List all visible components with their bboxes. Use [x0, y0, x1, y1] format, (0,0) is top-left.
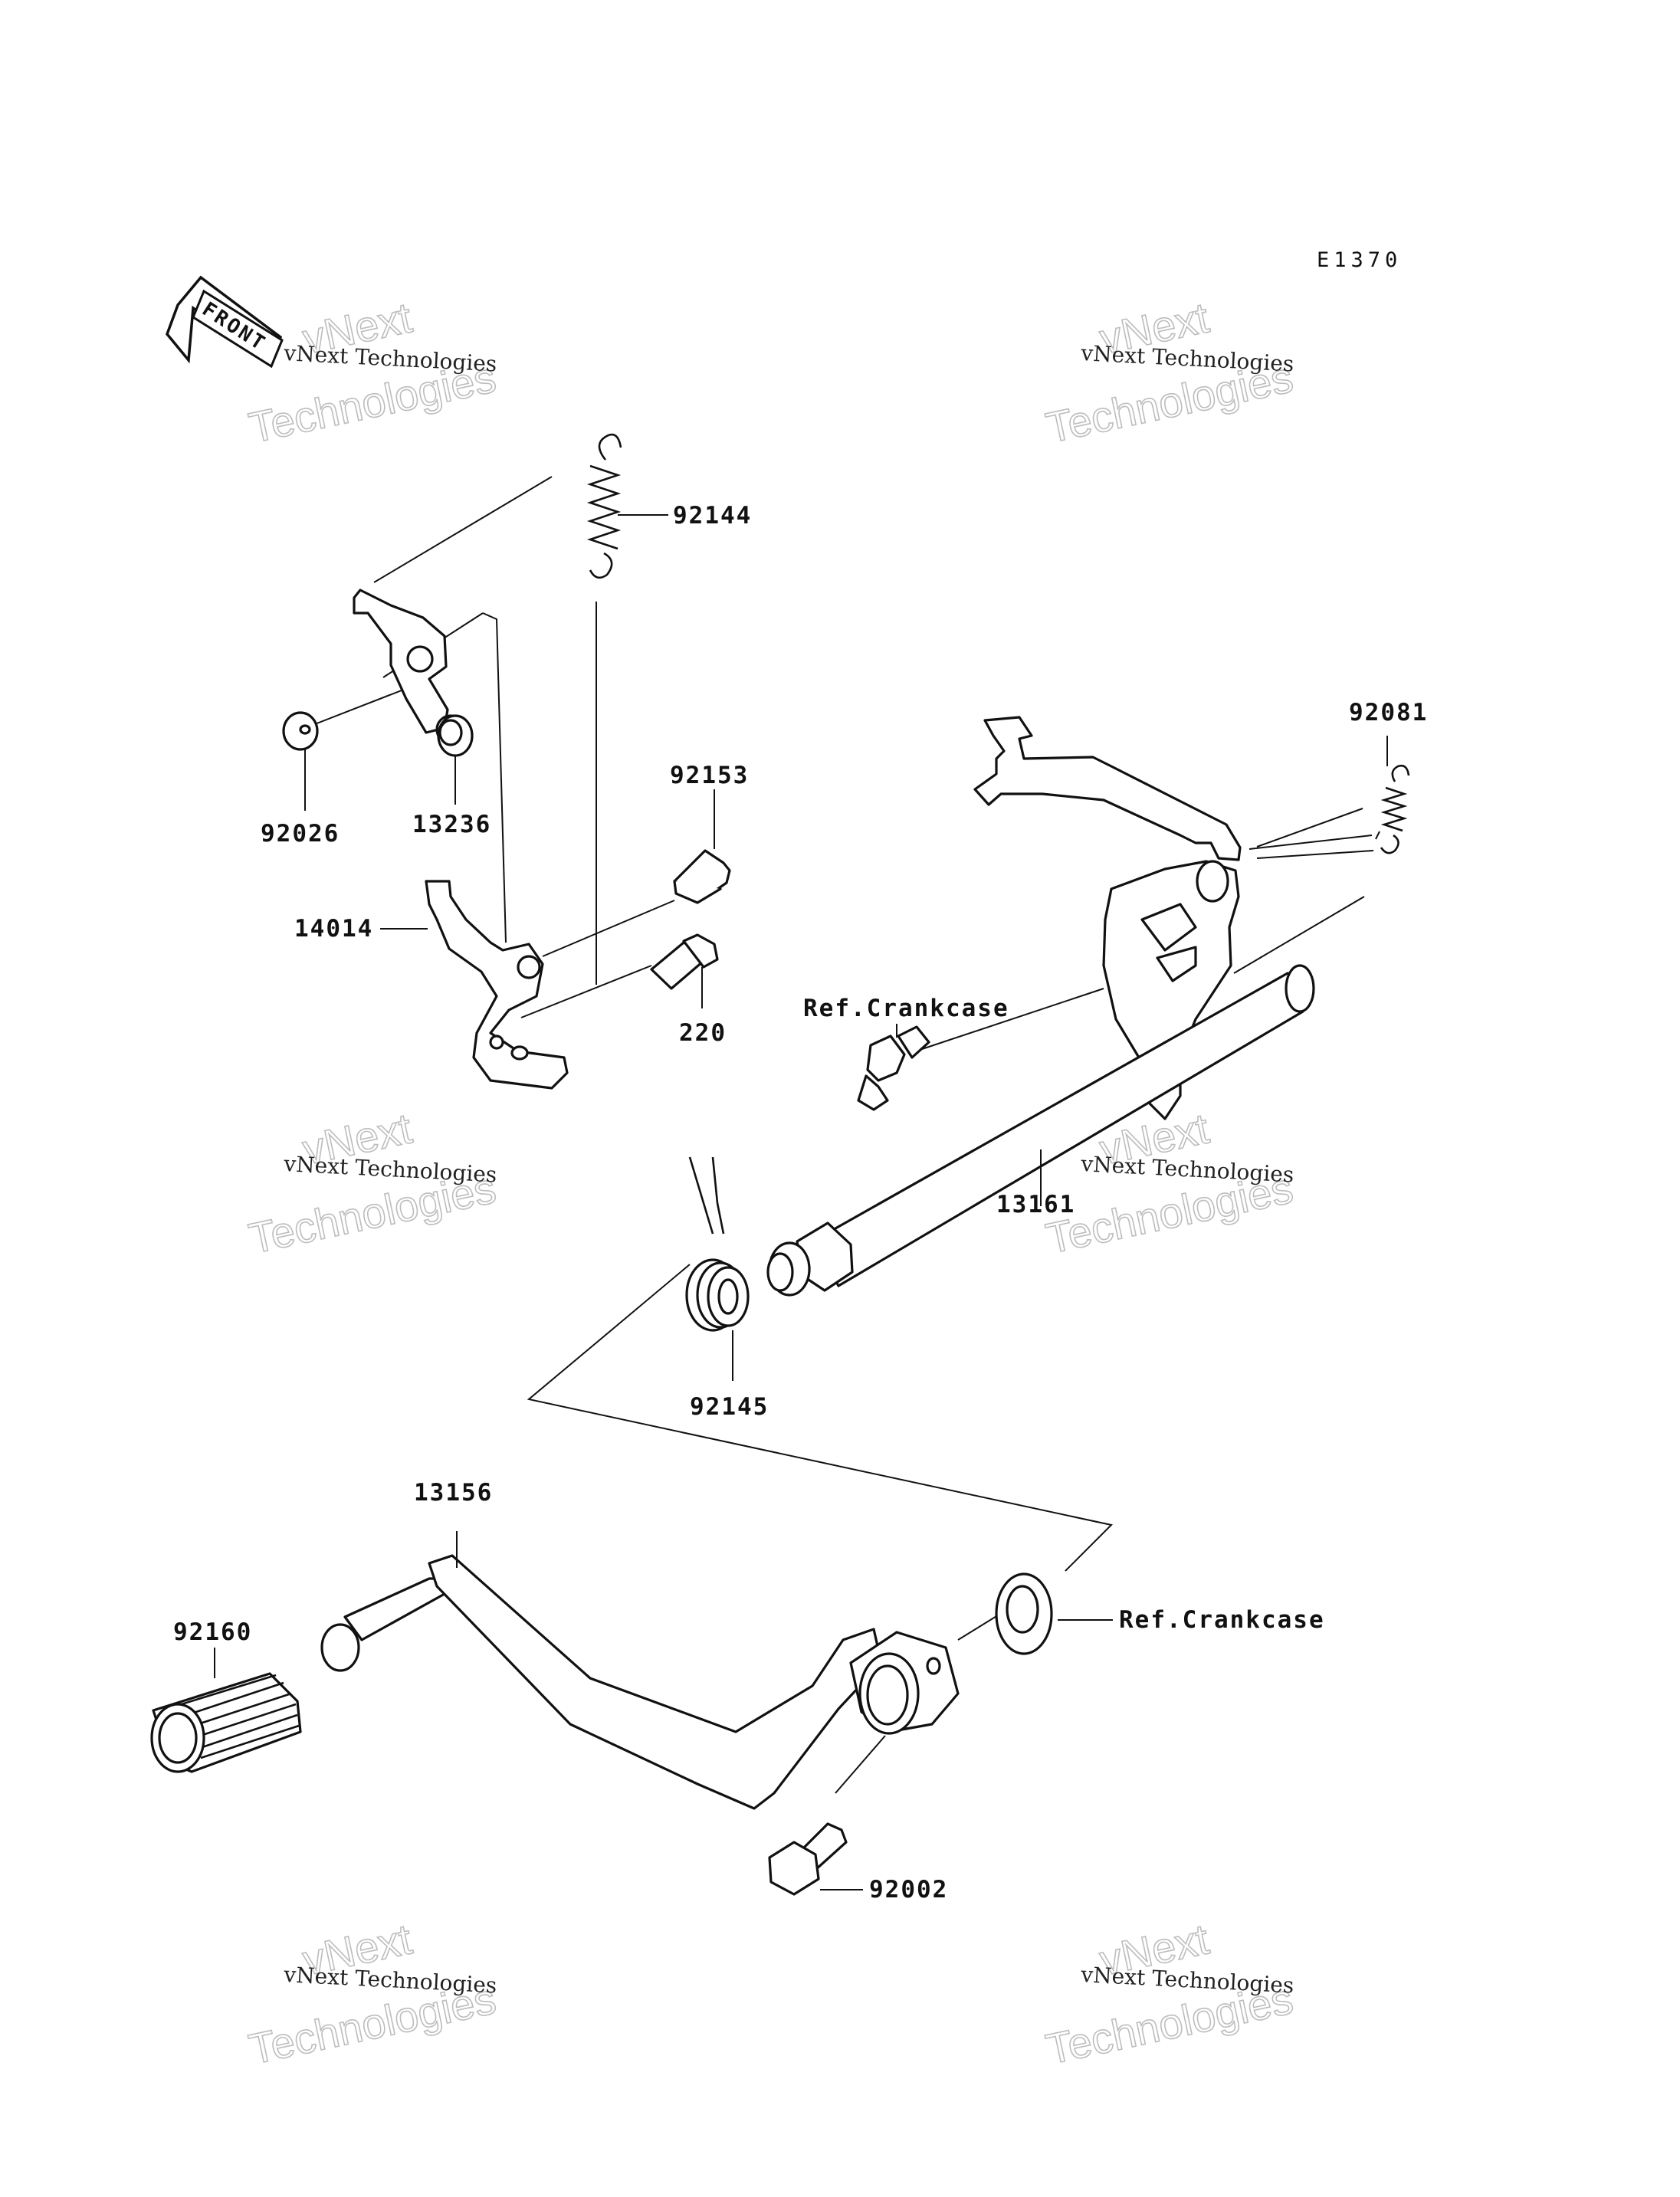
- label-14014: 14014: [294, 915, 373, 943]
- label-13156: 13156: [414, 1479, 493, 1507]
- watermark-mid-left: vNext Technologies vNext Technologies: [244, 1103, 500, 1263]
- watermark-bottom-right: vNext Technologies vNext Technologies: [1042, 1913, 1298, 2074]
- label-ref-crankcase-bottom: Ref.Crankcase: [1119, 1606, 1325, 1634]
- washer-92026: [282, 711, 319, 751]
- watermark-text: vNext Technologies: [283, 1151, 497, 1188]
- watermark-text: vNext Technologies: [283, 340, 497, 377]
- watermark-text: vNext Technologies: [1080, 1151, 1294, 1188]
- label-92081: 92081: [1349, 699, 1428, 726]
- watermark-top-left: vNext Technologies vNext Technologies: [244, 292, 500, 452]
- roller-13236: [437, 714, 474, 757]
- watermark-text: vNext Technologies: [1080, 340, 1294, 377]
- label-92145: 92145: [690, 1393, 769, 1421]
- bolt-92153: [673, 849, 731, 904]
- label-13236: 13236: [412, 811, 491, 838]
- label-92002: 92002: [869, 1876, 948, 1904]
- label-92144: 92144: [673, 502, 752, 530]
- diagram-code: E1370: [1317, 248, 1402, 272]
- spring-92144: [586, 433, 622, 579]
- watermark-text: vNext Technologies: [1080, 1962, 1294, 1999]
- label-ref-crankcase-top: Ref.Crankcase: [803, 995, 1009, 1022]
- shift-pedal-13156: [320, 1554, 960, 1810]
- shaft-13161: [766, 716, 1315, 1297]
- watermark-top-right: vNext Technologies vNext Technologies: [1042, 292, 1298, 452]
- label-13161: 13161: [996, 1191, 1075, 1218]
- label-92153: 92153: [670, 762, 749, 789]
- crankcase-washer-bottom: [995, 1572, 1053, 1655]
- spring-92145: [685, 1156, 750, 1332]
- shift-lever-14014: [425, 880, 569, 1090]
- watermark-text: vNext Technologies: [283, 1962, 497, 1999]
- front-arrow-icon: FRONT: [166, 275, 284, 369]
- rubber-92160: [150, 1672, 302, 1773]
- watermark-bottom-left: vNext Technologies vNext Technologies: [244, 1913, 500, 2074]
- leader-lines: [214, 514, 1388, 1890]
- label-92160: 92160: [173, 1618, 252, 1646]
- bolt-92002: [768, 1822, 848, 1896]
- label-220: 220: [679, 1019, 727, 1047]
- spring-92081: [1380, 764, 1410, 854]
- label-92026: 92026: [261, 820, 340, 848]
- crankcase-bolt-top: [857, 1025, 930, 1111]
- bolt-220: [650, 933, 719, 990]
